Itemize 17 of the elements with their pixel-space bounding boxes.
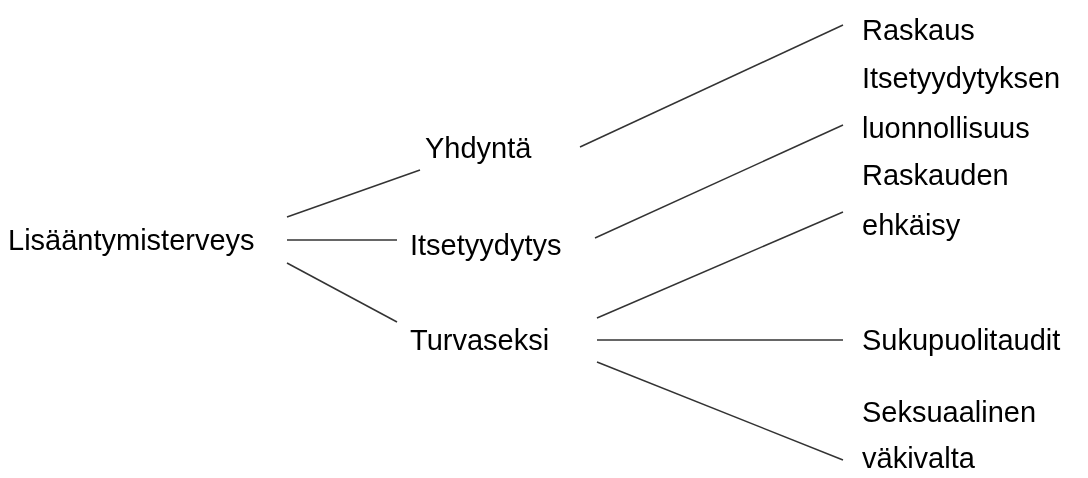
connector-line [594,124,844,239]
topic-label: Itsetyydytys [397,220,595,270]
topic-label: Seksuaalinen väkivalta [843,389,1083,478]
topic-label: Raskaus [843,5,1078,55]
connector-line [286,169,421,218]
topic-label: Sukupuolitaudit [843,315,1083,365]
topic-label: Raskauden ehkäisy [843,150,1083,250]
topic-label: Itsetyydytyksen luonnollisuus [843,53,1083,150]
connector-line [596,339,844,341]
connector-line [596,361,844,461]
topic-label: Yhdyntä [420,123,580,173]
connector-line [596,211,844,319]
topic-label: Lisääntymisterveys [4,215,287,265]
topic-label: Turvaseksi [397,315,597,365]
connector-line [579,24,844,148]
connector-line [286,262,398,323]
connector-line [286,239,398,241]
